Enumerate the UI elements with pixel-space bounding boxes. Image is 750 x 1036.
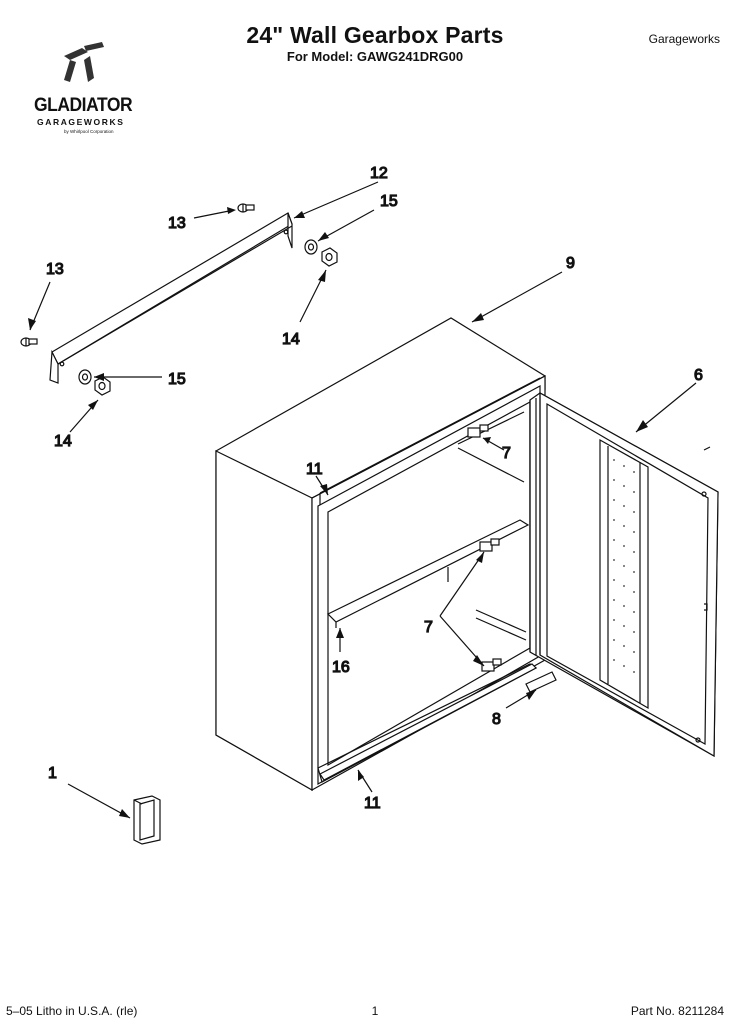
mounting-bracket [49,212,293,384]
callout-15-upper: 15 [380,193,398,210]
washer-15-lower [78,369,92,385]
nut-14-upper [321,247,338,267]
callout-6: 6 [694,367,703,384]
callout-15-lower: 15 [168,371,186,388]
page-title: 24" Wall Gearbox Parts [246,22,504,48]
page-number: 1 [371,1004,379,1018]
callout-11-lower: 11 [364,795,381,812]
callout-13-lower: 13 [46,261,64,278]
door-bumper-8 [525,671,557,693]
callout-14-upper: 14 [282,331,300,348]
callout-7-top: 7 [502,445,511,462]
bin-clip-1 [133,795,161,845]
cabinet-door [529,391,719,758]
screw-13-upper [237,203,255,213]
washer-15-upper [304,239,318,255]
callout-13-upper: 13 [168,215,186,232]
logo-subtext: GARAGEWORKS [37,117,125,127]
part-number: Part No. 8211284 [630,1004,724,1018]
callout-9: 9 [566,255,575,272]
logo-corporation: by Whirlpool Corporation [64,129,114,134]
logo-wordmark: GLADIATOR [34,95,133,116]
callout-7-lower: 7 [424,619,433,636]
callout-14-lower: 14 [54,433,72,450]
litho-note: 5–05 Litho in U.S.A. (rle) [6,1004,138,1018]
hinge-7-mid [479,538,500,552]
hinge-7-bottom [481,658,502,672]
model-subtitle: For Model: GAWG241DRG00 [286,49,464,64]
gladiator-logo-mark [64,42,104,82]
callout-16: 16 [332,659,350,676]
hinge-7-top [467,424,489,438]
callout-12: 12 [370,165,388,182]
callout-11-upper: 11 [306,461,323,478]
leader-arrowheads [28,207,648,818]
callout-1: 1 [48,765,57,782]
callout-8: 8 [492,711,501,728]
screw-13-lower [20,337,38,347]
gladiator-logo: GLADIATOR GARAGEWORKS by Whirlpool Corpo… [24,38,154,143]
cabinet-body [215,317,546,792]
brand-label: Garageworks [648,32,720,46]
